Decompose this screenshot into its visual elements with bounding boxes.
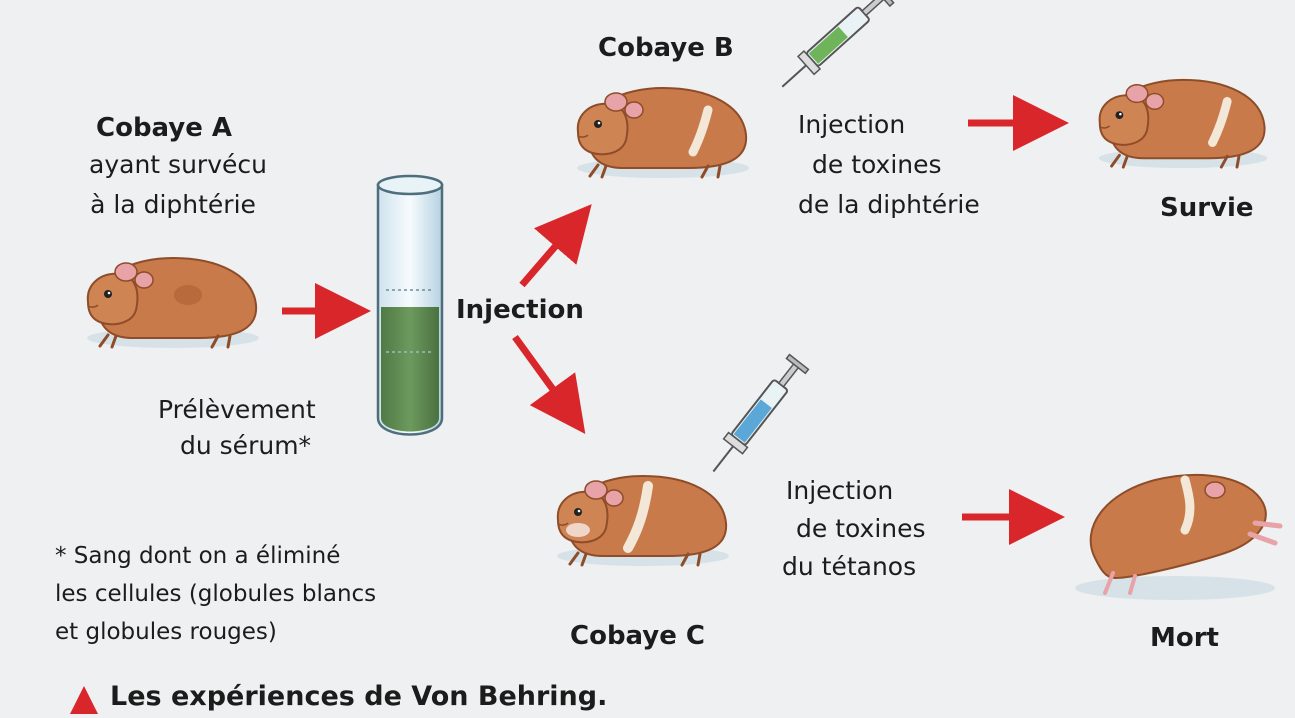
guinea-pig-dead-icon — [1075, 475, 1280, 600]
injection-c-3: du tétanos — [782, 550, 916, 583]
triangle-icon — [70, 686, 98, 714]
footnote-2: les cellules (globules blancs — [55, 578, 376, 611]
guinea-pig-b-title: Cobaye B — [598, 32, 734, 65]
guinea-pig-c-icon — [557, 476, 729, 566]
serum-label-2: du sérum* — [180, 429, 311, 462]
guinea-pig-c-title: Cobaye C — [570, 620, 705, 653]
guinea-pig-b-icon — [577, 88, 749, 178]
syringe-green-icon — [774, 0, 893, 96]
injection-b-2: de toxines — [812, 148, 942, 181]
injection-label: Injection — [456, 294, 584, 327]
guinea-pig-a-title: Cobaye A — [96, 112, 232, 145]
footnote-3: et globules rouges) — [55, 616, 277, 649]
outcome-survie: Survie — [1160, 192, 1254, 225]
guinea-pig-survived-icon — [1099, 80, 1268, 168]
injection-b-3: de la diphtérie — [798, 188, 980, 221]
footnote-1: * Sang dont on a éliminé — [55, 540, 340, 573]
guinea-pig-a-desc-1: ayant survécu — [73, 148, 283, 181]
arrow-to-c-icon — [515, 337, 573, 417]
test-tube-icon — [378, 176, 442, 435]
outcome-mort: Mort — [1150, 622, 1219, 655]
injection-b-1: Injection — [798, 108, 905, 141]
injection-c-2: de toxines — [796, 512, 926, 545]
syringe-blue-icon — [704, 355, 808, 479]
guinea-pig-a-desc-2: à la diphtérie — [68, 188, 278, 221]
figure-caption: Les expériences de Von Behring. — [110, 680, 607, 713]
injection-c-1: Injection — [786, 474, 893, 507]
serum-label-1: Prélèvement — [158, 393, 316, 426]
guinea-pig-a-icon — [87, 258, 259, 348]
arrow-to-b-icon — [522, 220, 578, 285]
